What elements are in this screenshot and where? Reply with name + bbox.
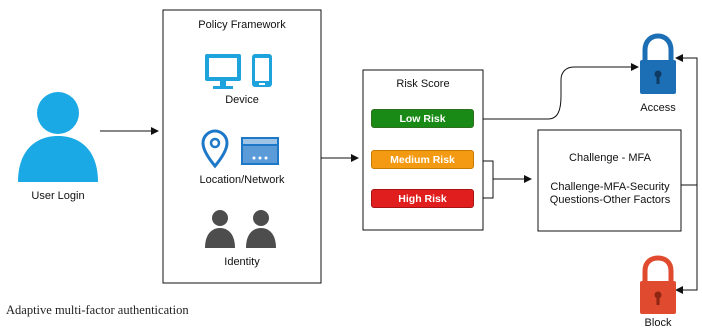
- low-risk-badge: Low Risk: [371, 109, 474, 128]
- medium-risk-badge: Medium Risk: [371, 150, 474, 169]
- access-label: Access: [640, 102, 676, 114]
- bracket-medium-high-risk: [483, 160, 494, 199]
- access-lock-icon: [640, 33, 676, 94]
- figure-caption: Adaptive multi-factor authentication: [6, 303, 189, 317]
- risk-score-title: Risk Score: [396, 78, 450, 90]
- block-label: Block: [644, 317, 672, 329]
- arrow-mfa-to-access: [675, 54, 698, 186]
- people-icon: [205, 210, 276, 248]
- device-label: Device: [225, 94, 259, 106]
- high-risk-badge: High Risk: [371, 189, 474, 208]
- location-pin-icon: [201, 129, 229, 169]
- location-network-label: Location/Network: [199, 174, 285, 186]
- mfa-challenge-box: [537, 129, 682, 232]
- monitor-icon: [205, 54, 241, 89]
- mfa-description: Challenge-MFA-Security Questions-Other F…: [549, 181, 671, 206]
- arrow-lowrisk-to-access: [483, 63, 639, 120]
- user-login-label: User Login: [31, 190, 85, 202]
- mfa-title: Challenge - MFA: [569, 152, 651, 164]
- arrow-mfa-to-block: [675, 185, 698, 294]
- identity-label: Identity: [224, 256, 260, 268]
- mobile-phone-icon: [252, 54, 272, 87]
- policy-framework-title: Policy Framework: [198, 19, 286, 31]
- block-lock-icon: [640, 255, 676, 314]
- user-icon: [18, 92, 98, 182]
- browser-window-icon: [241, 137, 279, 165]
